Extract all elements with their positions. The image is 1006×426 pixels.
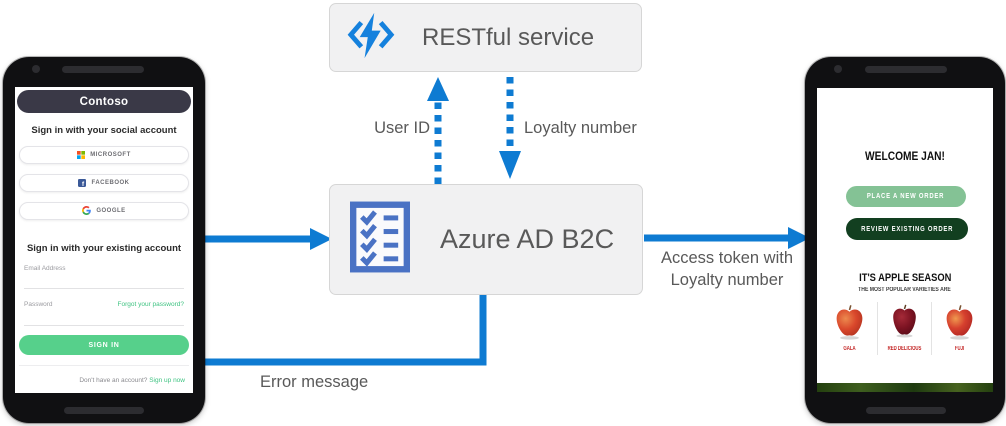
welcome-heading: WELCOME JAN! (865, 149, 945, 163)
apple-season-subheading: THE MOST POPULAR VARIETIES ARE (858, 287, 952, 293)
camera-dot-icon (32, 65, 40, 73)
fuji-apple-image (944, 304, 975, 345)
gala-apple-image (834, 304, 865, 345)
welcome-phone: WELCOME JAN! PLACE A NEW ORDER REVIEW EX… (805, 57, 1005, 423)
google-signin-button[interactable]: GOOGLE (19, 202, 189, 220)
azure-ad-b2c-node: Azure AD B2C (329, 184, 643, 295)
svg-text:f: f (82, 181, 85, 187)
signin-phone: Contoso Sign in with your social account… (3, 57, 205, 423)
email-input[interactable] (24, 288, 184, 289)
speaker-slot-icon (62, 66, 144, 73)
review-existing-order-button[interactable]: REVIEW EXISTING ORDER (846, 218, 968, 240)
access-token-label: Access token with Loyalty number (660, 249, 794, 289)
red-delicious-apple-image (890, 302, 919, 345)
signup-prompt: Don't have an account? (79, 377, 150, 384)
apple-varieties-grid: GALA RED DELICIOUS (823, 302, 987, 355)
arrow-b2c-to-restful-dotted (427, 77, 449, 184)
camera-dot-icon (834, 65, 842, 73)
signup-row: Don't have an account? Sign up now (79, 377, 185, 384)
signin-screen: Contoso Sign in with your social account… (15, 87, 193, 393)
arrow-restful-to-b2c-dotted (499, 77, 521, 179)
existing-account-heading: Sign in with your existing account (26, 243, 182, 254)
email-label: Email Address (24, 265, 66, 272)
restful-service-node: RESTful service (329, 3, 642, 72)
password-label: Password (24, 301, 53, 308)
welcome-screen: WELCOME JAN! PLACE A NEW ORDER REVIEW EX… (817, 88, 993, 392)
azure-functions-lightning-icon (346, 12, 396, 64)
apple-cell-fuji: FUJI (932, 302, 987, 355)
bottom-speaker-icon (866, 407, 946, 414)
restful-service-label: RESTful service (422, 23, 595, 51)
signup-link[interactable]: Sign up now (149, 377, 185, 384)
arrow-b2c-to-welcome-app (644, 227, 810, 249)
orchard-photo-strip (817, 383, 993, 392)
arrow-signin-to-b2c (197, 228, 332, 250)
google-logo-icon (82, 202, 92, 220)
sign-in-button[interactable]: SIGN IN (19, 335, 189, 355)
azure-ad-b2c-label: Azure AD B2C (440, 224, 615, 254)
arrow-error-path (197, 295, 487, 366)
microsoft-logo-icon (77, 146, 86, 164)
error-message-label: Error message (260, 373, 369, 391)
user-id-label: User ID (374, 119, 430, 137)
bottom-speaker-icon (64, 407, 144, 414)
apple-cell-gala: GALA (823, 302, 878, 355)
facebook-logo-icon: f (78, 174, 87, 192)
apple-cell-red-delicious: RED DELICIOUS (878, 302, 933, 355)
speaker-slot-icon (865, 66, 947, 73)
checklist-icon (350, 201, 410, 278)
apple-season-heading: IT'S APPLE SEASON (858, 272, 952, 284)
loyalty-number-label: Loyalty number (524, 119, 637, 137)
password-input[interactable] (24, 325, 184, 326)
microsoft-signin-button[interactable]: MICROSOFT (19, 146, 189, 164)
forgot-password-link[interactable]: Forgot your password? (117, 301, 184, 308)
place-new-order-button[interactable]: PLACE A NEW ORDER (846, 186, 966, 207)
social-account-heading: Sign in with your social account (31, 125, 177, 136)
divider (19, 365, 189, 366)
contoso-header: Contoso (17, 90, 191, 113)
facebook-signin-button[interactable]: f FACEBOOK (19, 174, 189, 192)
